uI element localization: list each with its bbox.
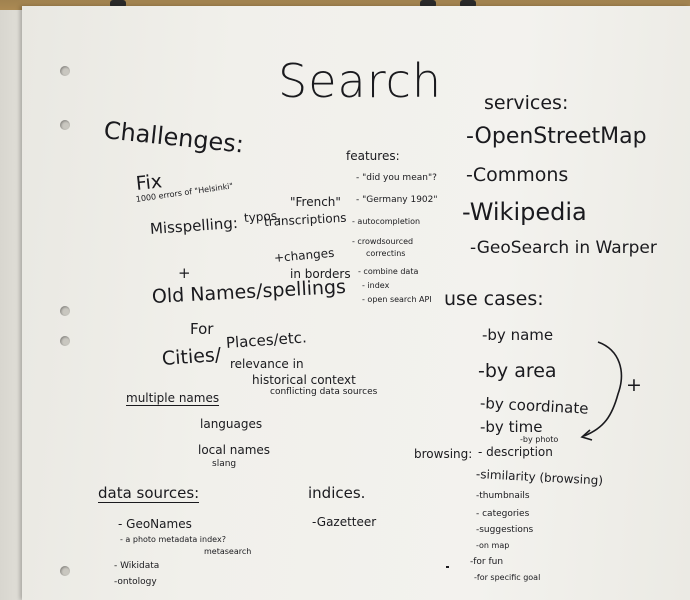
punch-hole bbox=[60, 306, 70, 316]
for-label: For bbox=[190, 320, 214, 338]
service-item: -OpenStreetMap bbox=[466, 124, 647, 149]
multiple-names-label: multiple names bbox=[126, 391, 220, 406]
features-heading: features: bbox=[346, 149, 400, 163]
feature-item: correctins bbox=[366, 249, 406, 258]
in-borders-label: in borders bbox=[290, 267, 351, 281]
browsing-item: -for specific goal bbox=[474, 573, 541, 582]
index-item: -Gazetteer bbox=[312, 515, 377, 529]
punch-hole bbox=[60, 566, 70, 576]
browsing-item: -thumbnails bbox=[476, 491, 530, 501]
services-heading: services: bbox=[484, 92, 569, 114]
use-case-item: -by name bbox=[482, 326, 554, 344]
data-source-item: -ontology bbox=[114, 577, 157, 587]
conflicting-label: conflicting data sources bbox=[270, 387, 378, 397]
feature-item: - combine data bbox=[358, 267, 419, 276]
use-case-item: -by time bbox=[480, 418, 543, 436]
feature-item: - crowdsourced bbox=[352, 237, 414, 246]
arrow-head bbox=[580, 429, 593, 441]
board-clip bbox=[420, 0, 436, 8]
punch-hole bbox=[60, 336, 70, 346]
service-item: -GeoSearch in Warper bbox=[470, 238, 657, 258]
board-clip bbox=[110, 0, 126, 8]
bracket-arrow bbox=[583, 341, 623, 437]
browsing-item: - categories bbox=[476, 509, 530, 519]
page-title: Search bbox=[278, 54, 443, 108]
flipchart-sheet bbox=[22, 6, 690, 600]
slang-label: slang bbox=[212, 459, 237, 469]
use-cases-heading: use cases: bbox=[444, 288, 544, 310]
browsing-item: -on map bbox=[476, 541, 510, 550]
service-item: -Commons bbox=[466, 164, 569, 186]
languages-label: languages bbox=[200, 417, 263, 431]
punch-hole bbox=[60, 66, 70, 76]
browsing-item: - description bbox=[478, 445, 553, 459]
feature-item: - "did you mean"? bbox=[356, 173, 437, 183]
data-source-item: - a photo metadata index? bbox=[120, 535, 226, 544]
browsing-label: browsing: bbox=[414, 447, 473, 461]
plus-sign: + bbox=[178, 264, 191, 282]
feature-item: - open search API bbox=[362, 295, 432, 304]
use-cases-plus: + bbox=[626, 374, 642, 396]
french-label: "French" bbox=[290, 195, 341, 209]
feature-item: - index bbox=[362, 281, 390, 290]
browsing-item: -for fun bbox=[470, 557, 504, 567]
feature-item: - "Germany 1902" bbox=[356, 195, 438, 205]
historical-context-label: historical context bbox=[252, 373, 356, 387]
punch-hole bbox=[60, 120, 70, 130]
board-clip bbox=[460, 0, 476, 8]
data-sources-heading: data sources: bbox=[98, 484, 200, 503]
relevance-label: relevance in bbox=[230, 357, 304, 371]
browsing-item: -suggestions bbox=[476, 525, 534, 535]
service-item: -Wikipedia bbox=[462, 198, 587, 226]
local-names-label: local names bbox=[198, 443, 271, 457]
data-source-item: metasearch bbox=[204, 547, 252, 556]
feature-item: - autocompletion bbox=[352, 217, 421, 226]
data-source-item: - Wikidata bbox=[114, 561, 160, 571]
by-photo-label: -by photo bbox=[520, 435, 559, 444]
data-source-item: - GeoNames bbox=[118, 517, 192, 531]
use-case-item: -by area bbox=[478, 360, 557, 382]
indices-heading: indices. bbox=[308, 484, 366, 502]
